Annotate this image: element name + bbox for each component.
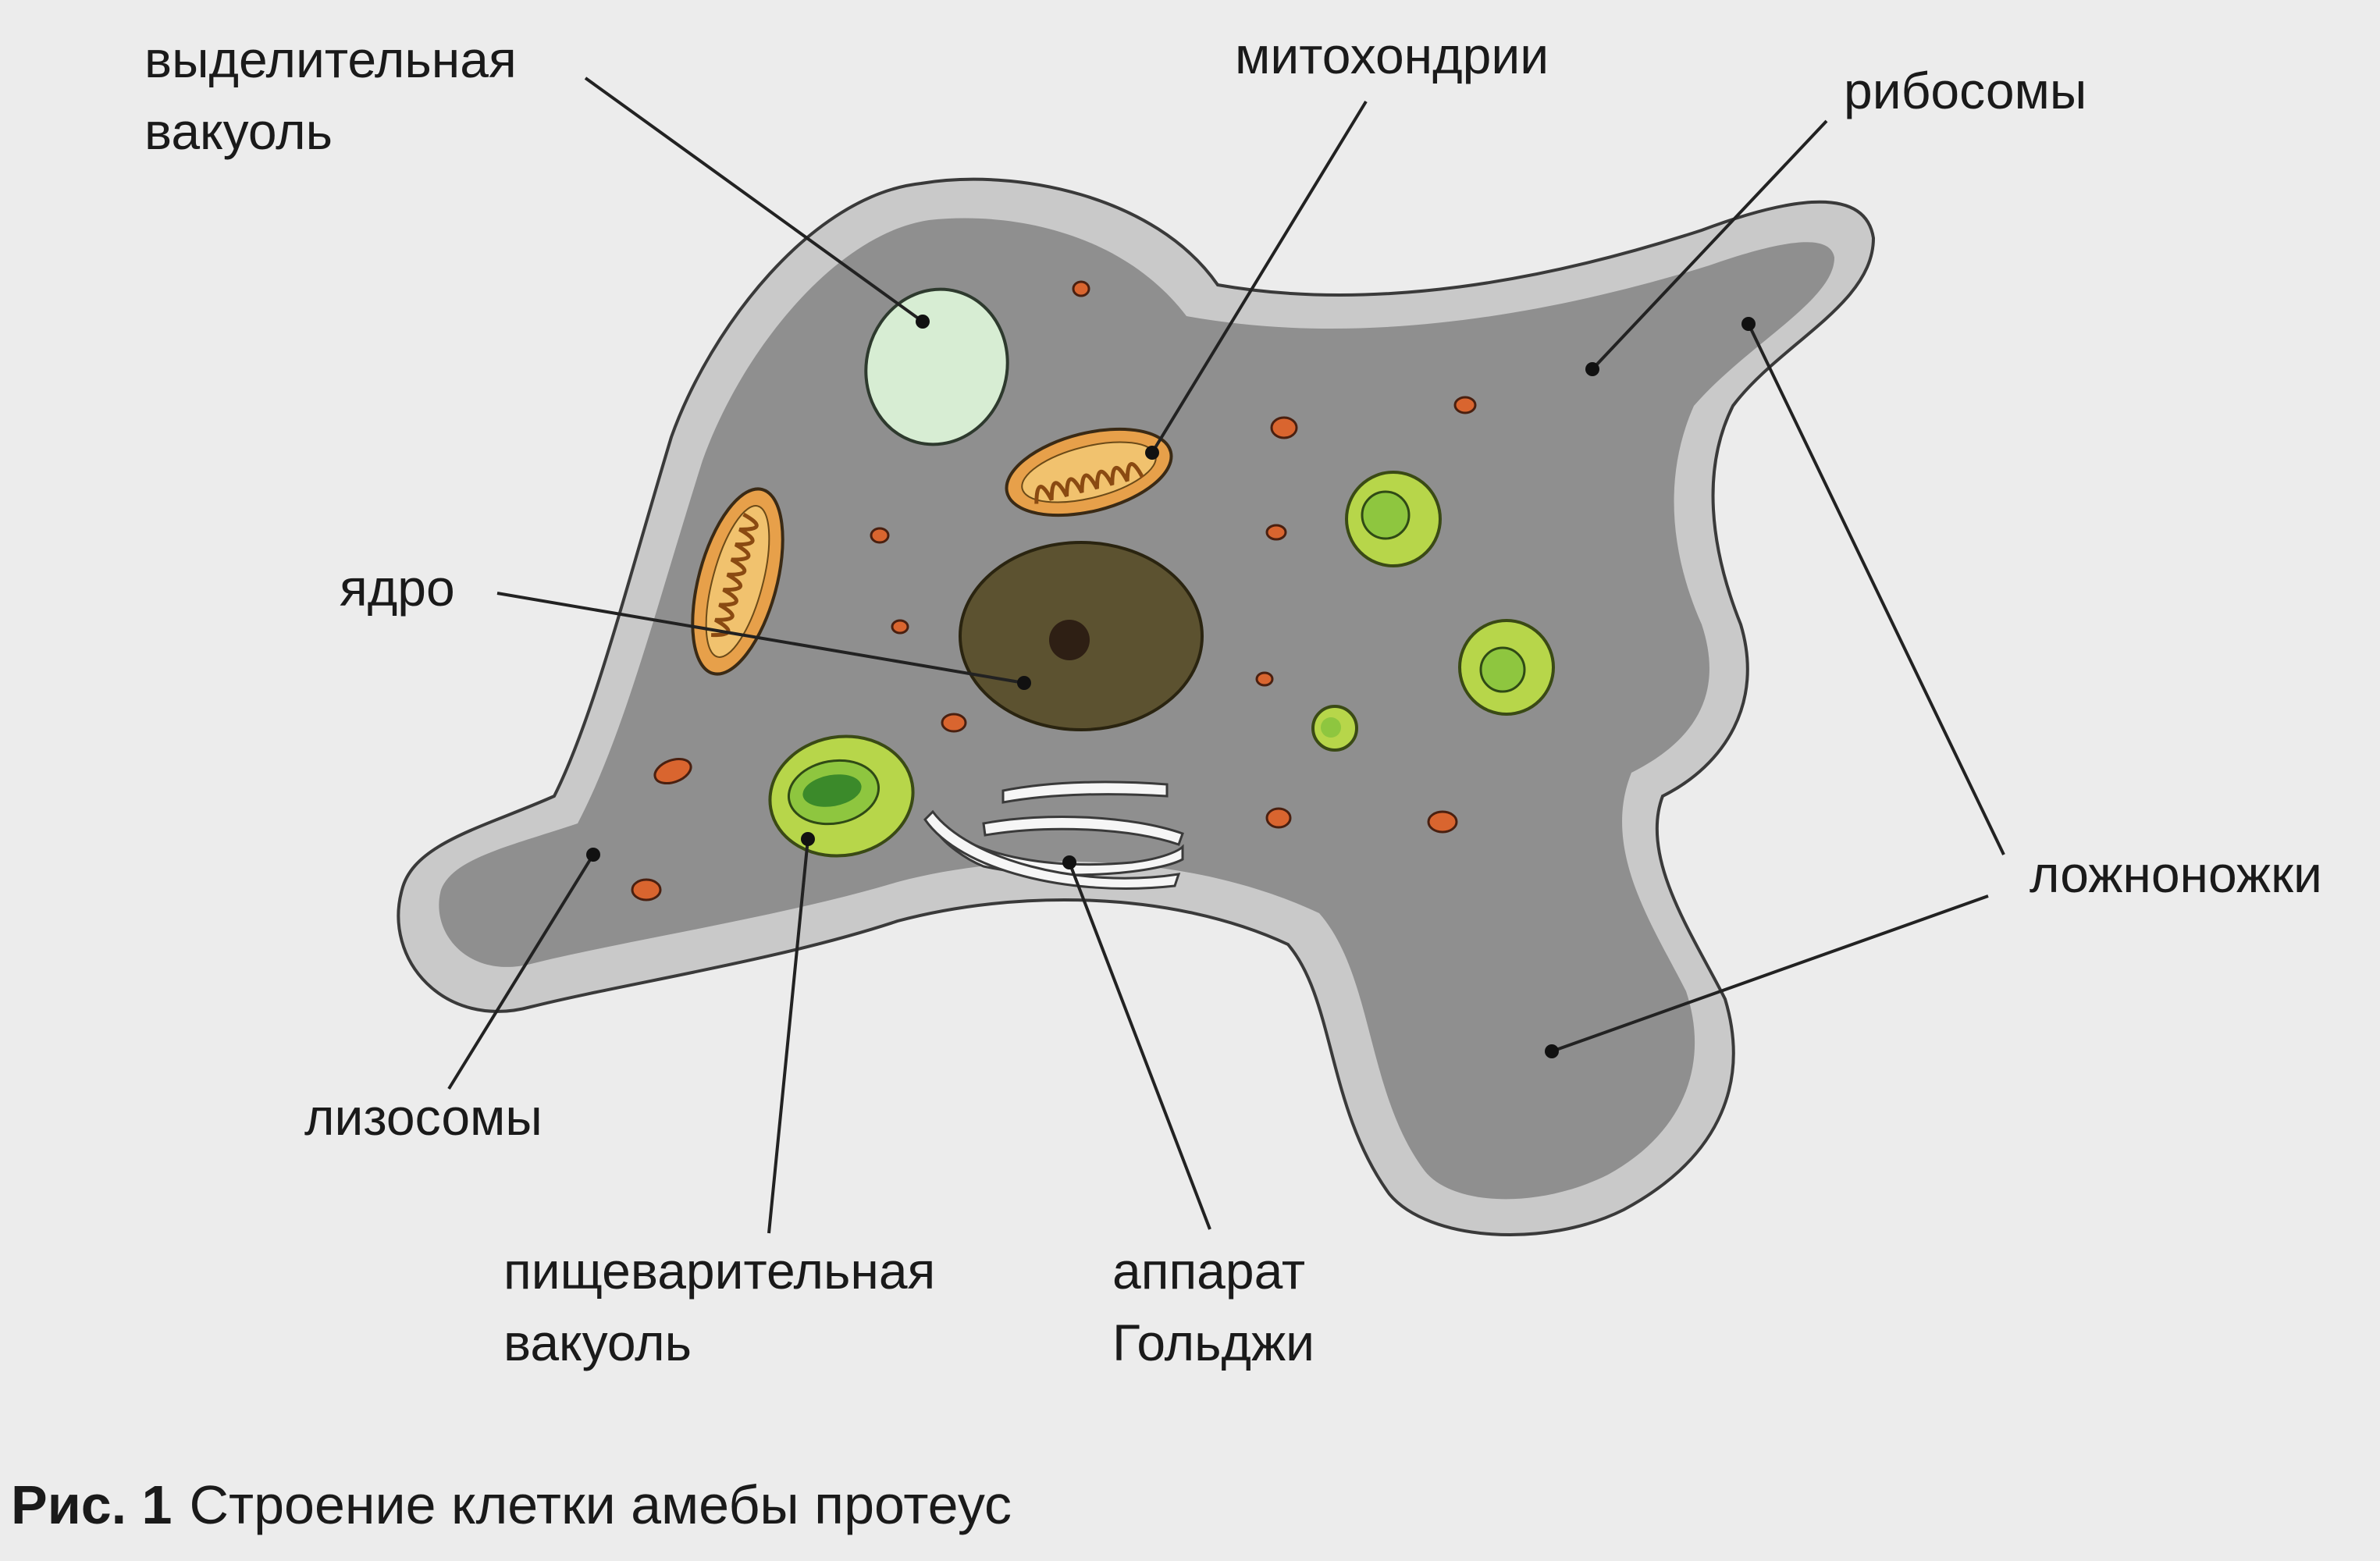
digestive-vacuole-upper-right	[1345, 471, 1442, 567]
label-golgi: аппарат Гольджи	[1112, 1235, 1315, 1378]
label-excretory-vacuole-line1: выделительная	[144, 30, 517, 88]
pointer-dots	[586, 315, 1756, 1058]
label-pseudopodia: ложноножки	[2030, 845, 2322, 903]
digestive-vacuole-right	[1458, 619, 1555, 716]
label-digestive-vacuole-line1: пищеварительная	[503, 1242, 936, 1300]
leader-lysosomes	[447, 853, 595, 1090]
mitochondrion-left	[691, 487, 784, 676]
golgi-apparatus	[923, 780, 1184, 890]
label-digestive-vacuole: пищеварительная вакуоль	[503, 1235, 935, 1378]
label-golgi-line2: Гольджи	[1112, 1314, 1315, 1371]
leader-pseudopodia-upper	[1747, 323, 2005, 855]
leader-digestive-vacuole	[767, 838, 809, 1234]
leader-nucleus	[496, 592, 1025, 684]
label-nucleus: ядро	[340, 559, 455, 617]
lysosomes	[631, 280, 1477, 901]
label-excretory-vacuole-line2: вакуоль	[144, 102, 333, 160]
leader-mitochondria	[1151, 100, 1368, 454]
mitochondrion-upper	[1005, 427, 1173, 517]
label-golgi-line1: аппарат	[1112, 1242, 1306, 1300]
label-digestive-vacuole-line2: вакуоль	[503, 1314, 692, 1371]
label-excretory-vacuole: выделительная вакуоль	[144, 23, 517, 167]
figure-title: Строение клетки амебы протеус	[189, 1474, 1012, 1535]
label-mitochondria: митохондрии	[1235, 27, 1549, 84]
label-lysosomes: лизосомы	[304, 1088, 543, 1146]
digestive-vacuole-small	[1311, 705, 1358, 752]
leader-excretory-vacuole	[584, 76, 924, 323]
figure-number: Рис. 1	[11, 1474, 173, 1535]
figure-caption: Рис. 1 Строение клетки амебы протеус	[11, 1467, 1012, 1542]
leader-pseudopodia-lower	[1551, 894, 1989, 1053]
leader-ribosomes	[1591, 119, 1828, 371]
label-ribosomes: рибосомы	[1844, 62, 2087, 119]
leader-golgi	[1068, 862, 1211, 1230]
excretory-vacuole	[864, 287, 1009, 446]
nucleolus	[1049, 620, 1090, 660]
digestive-vacuole-large	[768, 734, 915, 858]
leader-lines	[447, 76, 2005, 1234]
